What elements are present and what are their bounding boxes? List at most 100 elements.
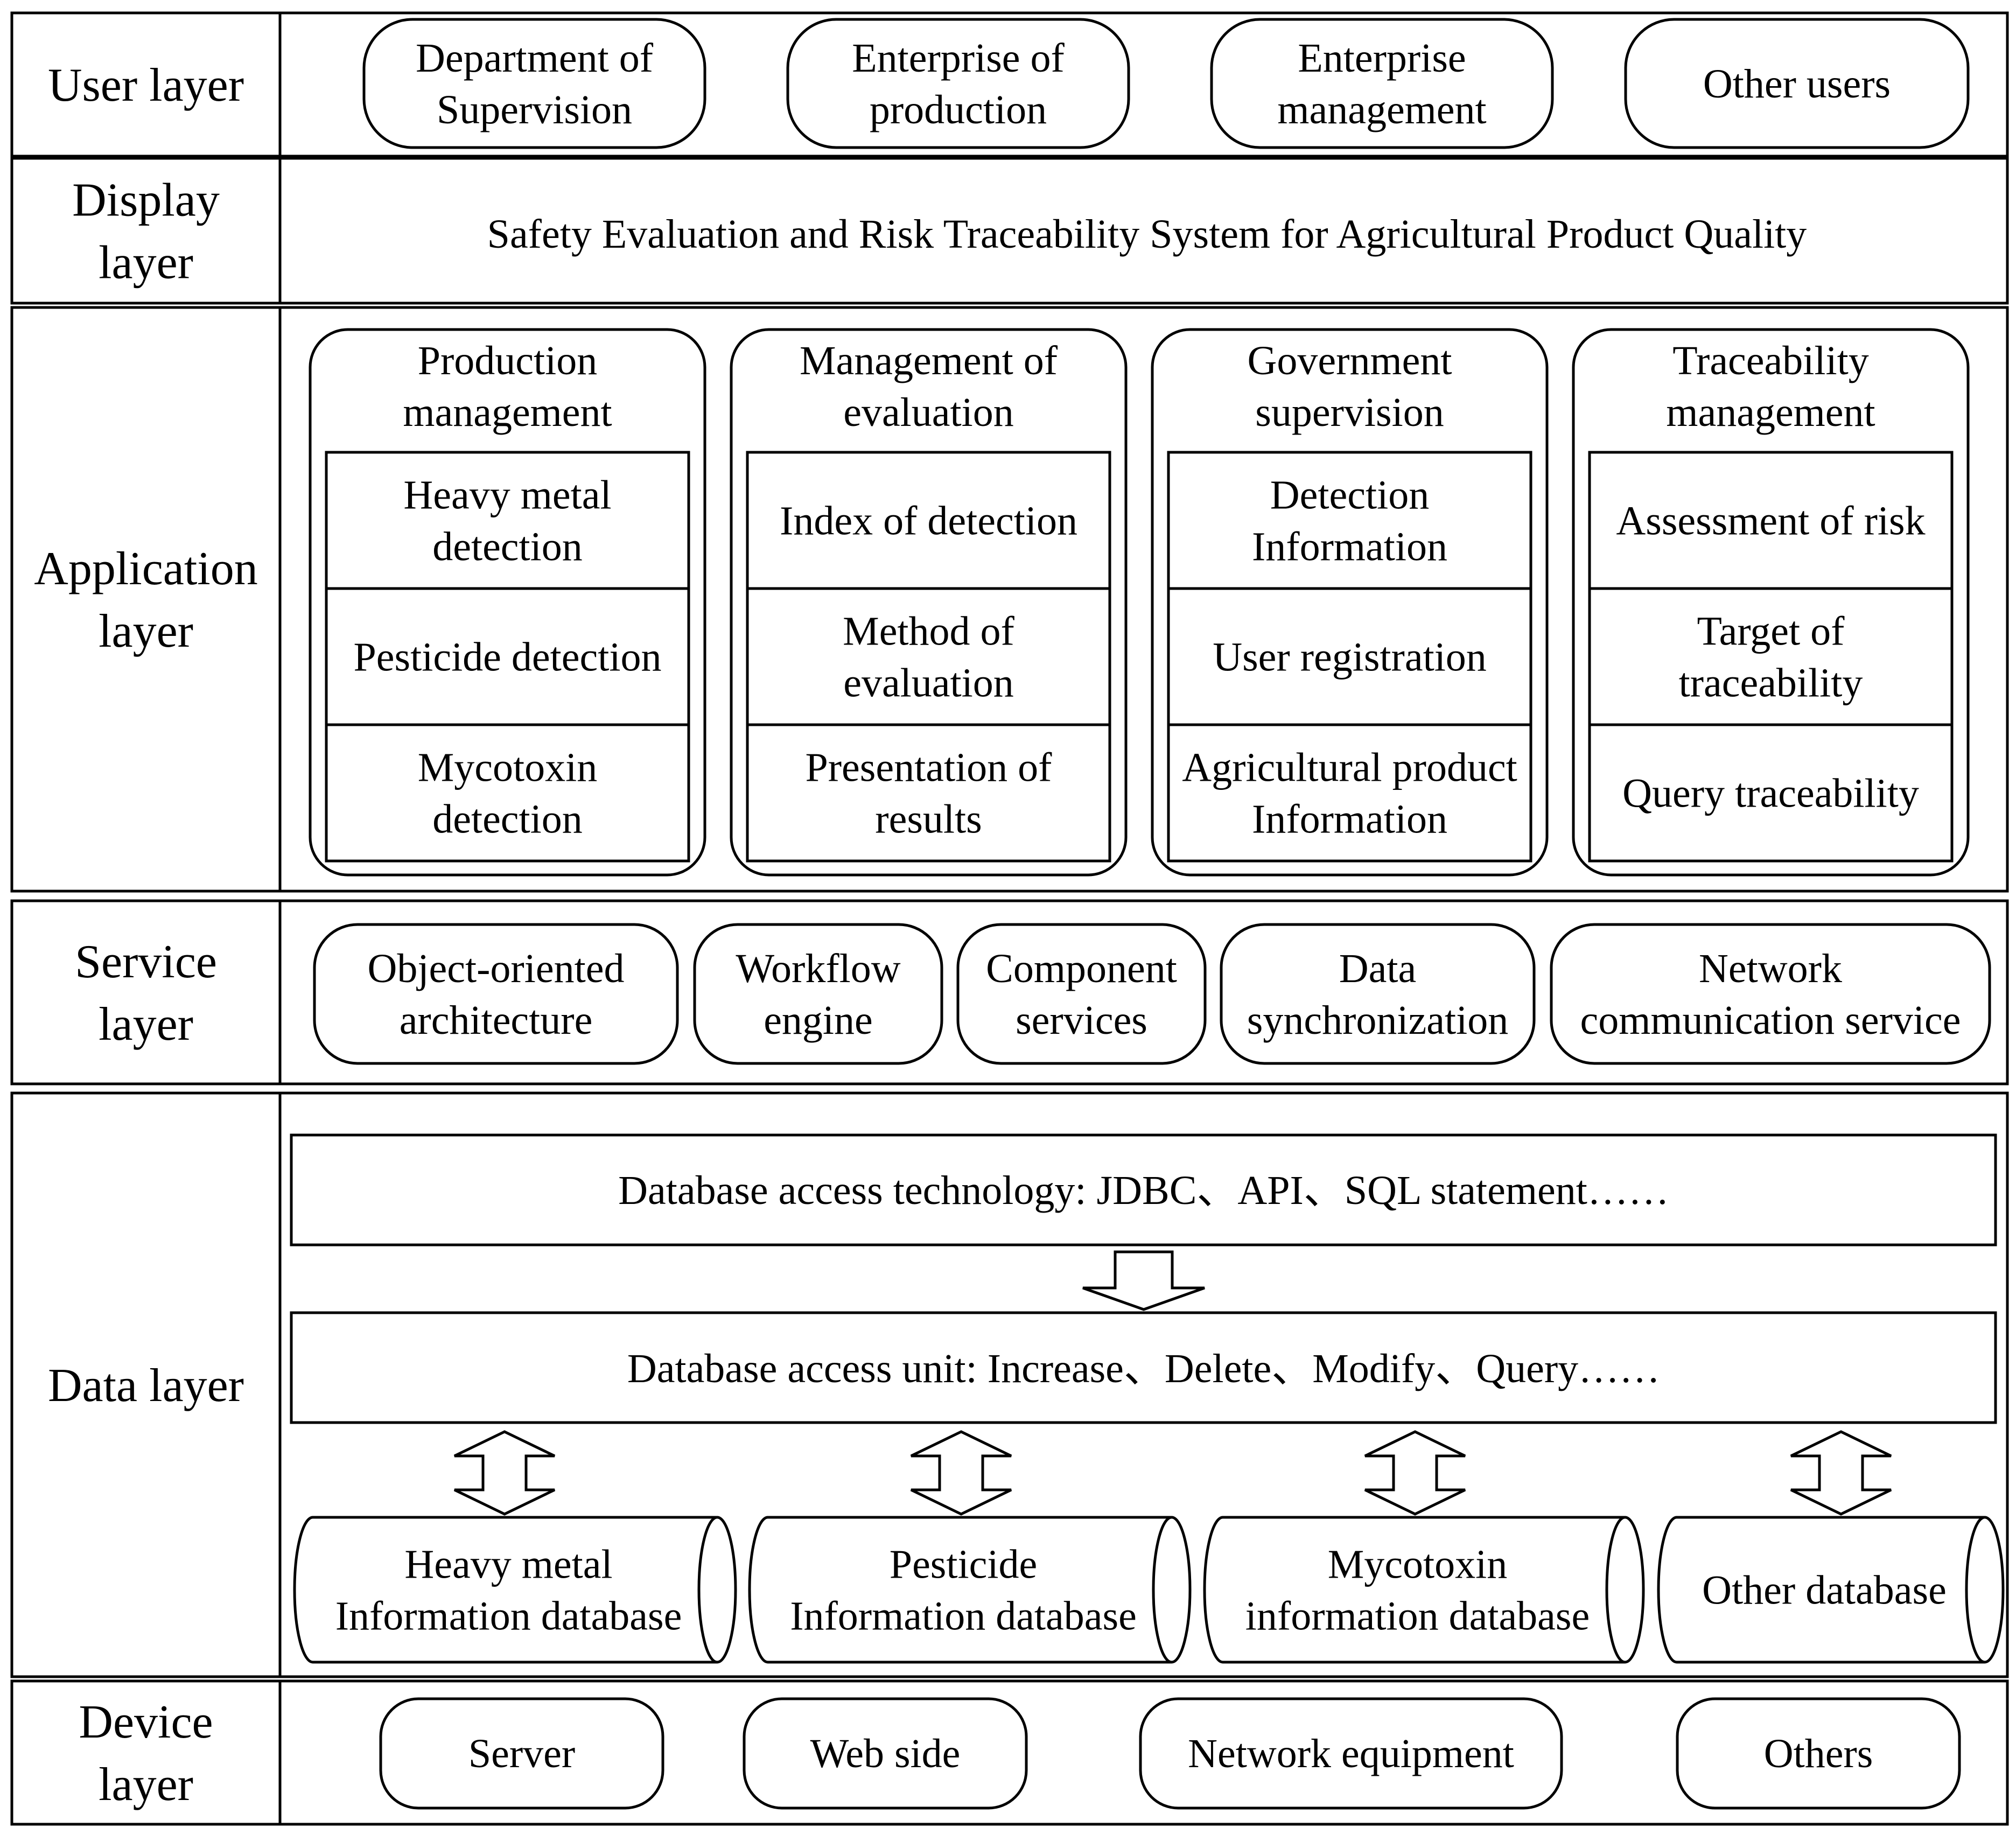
user-box: [786, 18, 1130, 149]
application-item: [1167, 451, 1532, 590]
database-label-line: Other database: [1702, 1567, 1947, 1613]
application-item: [325, 587, 690, 726]
database-cylinder-edge: [1965, 1516, 1985, 1664]
user-box-label: Other users: [1703, 61, 1891, 107]
application-item-label-line: traceability: [1679, 660, 1863, 705]
data-layer-content: Database access technology: JDBC、API、SQL…: [290, 1133, 2005, 1664]
service-box-label-line: engine: [764, 998, 873, 1043]
data-layer-label: Data layer: [48, 1360, 244, 1412]
application-item-label: Method of evaluation: [843, 608, 1014, 705]
device-box-label: Network equipment: [1188, 1731, 1514, 1776]
application-group-title-line: Production: [418, 338, 598, 383]
application-layer-label-line: layer: [99, 605, 193, 657]
application-item-label-line: Query traceability: [1622, 771, 1919, 816]
database-icon: [1203, 1516, 1645, 1664]
application-group-title-line: management: [1666, 390, 1875, 435]
device-box: [743, 1697, 1028, 1810]
device-box: [1676, 1697, 1961, 1810]
system-title: Safety Evaluation and Risk Traceability …: [487, 212, 1807, 257]
application-item-label-line: Information: [1252, 524, 1447, 569]
database-cylinder-edge: [697, 1516, 718, 1664]
database-label-line: Heavy metal: [404, 1542, 612, 1587]
user-box-label-line: Other users: [1703, 61, 1891, 107]
application-item-label-line: Method of: [843, 608, 1014, 654]
application-item-label-line: Heavy metal: [403, 472, 611, 517]
application-item-label-line: detection: [432, 524, 583, 569]
service-box-label-line: services: [1016, 998, 1147, 1043]
display-layer-frame: [10, 157, 2009, 305]
service-box: [313, 923, 679, 1065]
application-item-label-line: evaluation: [843, 660, 1014, 705]
user-box-label-line: Department of: [416, 36, 654, 81]
user-box: [362, 18, 706, 149]
database-label-line: Information database: [335, 1593, 682, 1638]
database-cylinder-edge: [1152, 1516, 1172, 1664]
device-box-label-line: Server: [468, 1731, 575, 1776]
application-item: [746, 587, 1111, 726]
service-box-label-line: architecture: [400, 998, 593, 1043]
double-arrow-icon: [453, 1430, 556, 1516]
device-box-label: Others: [1764, 1731, 1873, 1776]
user-layer-label-line: User layer: [48, 59, 244, 111]
user-box-label-line: management: [1277, 87, 1486, 132]
application-item-label: Index of detection: [780, 498, 1077, 543]
application-item-label: User registration: [1213, 634, 1487, 680]
user-layer-label: User layer: [48, 59, 244, 111]
application-group-title-line: management: [403, 390, 612, 435]
application-group-title-line: supervision: [1255, 390, 1444, 435]
service-box-label: Component services: [986, 946, 1177, 1043]
application-item-label: Heavy metal detection: [403, 472, 611, 569]
service-box-label-line: Network: [1699, 946, 1842, 991]
application-item-label-line: results: [875, 796, 982, 842]
database-cylinder-edge: [1605, 1516, 1626, 1664]
database-label-line: information database: [1245, 1593, 1590, 1638]
user-box-label: Enterprise management: [1277, 36, 1486, 132]
database-access-unit-box: [290, 1311, 1997, 1424]
database-label-line: Mycotoxin: [1328, 1542, 1508, 1587]
application-group-title-line: Government: [1248, 338, 1452, 383]
application-item: [325, 451, 690, 590]
service-box-label-line: Component: [986, 946, 1177, 991]
user-box: [1624, 18, 1970, 149]
down-arrow-icon: [1082, 1250, 1205, 1311]
application-layer-label-line: Application: [34, 543, 257, 595]
device-box: [1139, 1697, 1563, 1810]
application-item-label-line: Information: [1252, 796, 1447, 842]
database-access-technology-box: [290, 1133, 1997, 1246]
application-group-title: Government supervision: [1248, 338, 1452, 435]
database-cylinder: Mycotoxin information database: [1203, 1516, 1645, 1664]
service-layer-label-line: layer: [99, 998, 193, 1050]
data-layer-label-line: Data layer: [48, 1360, 244, 1412]
application-item-label-line: detection: [432, 796, 583, 842]
device-box-label: Web side: [810, 1731, 961, 1776]
database-cylinder: Other database: [1657, 1516, 2005, 1664]
device-box: [379, 1697, 664, 1810]
application-group-title: Production management: [403, 338, 612, 435]
database-icon: [293, 1516, 737, 1664]
double-arrow-icon: [910, 1430, 1012, 1516]
database-access-technology-label: Database access technology: JDBC、API、SQL…: [618, 1168, 1669, 1213]
device-box-label-line: Network equipment: [1188, 1731, 1514, 1776]
database-access-unit-label: Database access unit: Increase、Delete、Mo…: [627, 1346, 1660, 1391]
user-box-label-line: Enterprise: [1298, 36, 1466, 81]
display-layer-label-line: layer: [99, 236, 193, 289]
